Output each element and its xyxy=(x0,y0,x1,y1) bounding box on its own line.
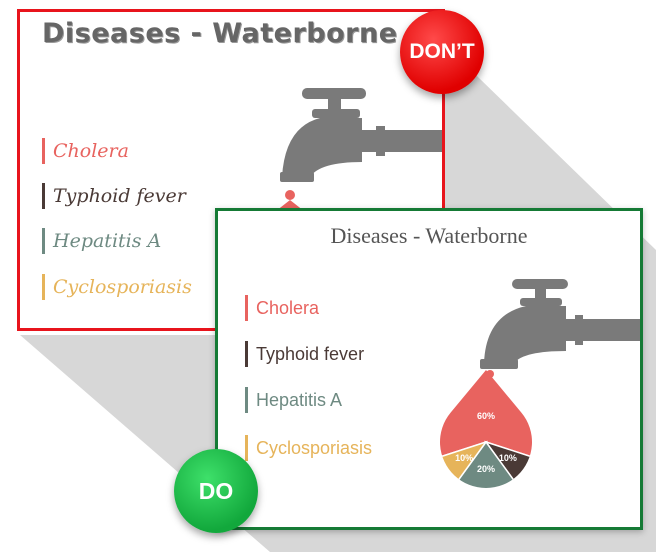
dont-legend-label: Cyclosporiasis xyxy=(53,276,192,298)
do-card: Diseases - Waterborne Cholera Typhoid fe… xyxy=(215,208,643,530)
pie-chart: 60% 10% 20% 10% xyxy=(440,370,533,488)
dont-legend-label: Typhoid fever xyxy=(53,185,186,207)
do-legend-hepatitis: Hepatitis A xyxy=(245,387,342,413)
dont-legend-cholera: Cholera xyxy=(42,138,129,164)
dont-legend-cyclosporiasis: Cyclosporiasis xyxy=(42,274,192,300)
do-legend-cholera: Cholera xyxy=(245,295,319,321)
pie-slice-typhoid xyxy=(484,440,533,488)
dont-badge-label: DON’T xyxy=(409,40,475,63)
do-faucet-icon xyxy=(480,279,640,369)
dont-badge: DON’T xyxy=(400,10,484,94)
do-legend-cyclosporiasis: Cyclosporiasis xyxy=(245,435,372,461)
do-legend-label: Typhoid fever xyxy=(256,344,365,364)
do-legend-label: Cyclosporiasis xyxy=(256,438,373,458)
dont-legend-label: Cholera xyxy=(53,140,129,162)
do-legend-typhoid: Typhoid fever xyxy=(245,341,364,367)
pie-slice-hepatitis xyxy=(440,440,533,488)
pie-label: 20% xyxy=(477,464,495,474)
pie-label: 60% xyxy=(477,411,495,421)
dont-legend-typhoid: Typhoid fever xyxy=(42,183,186,209)
pie-label: 10% xyxy=(499,453,517,463)
pie-slice-cyclosporiasis xyxy=(440,440,488,488)
do-legend-label: Cholera xyxy=(256,298,320,318)
dont-title: Diseases - Waterborne xyxy=(42,18,398,49)
dont-drop-dot xyxy=(285,190,295,200)
do-badge-label: DO xyxy=(198,477,234,504)
pie-slice-cholera xyxy=(440,370,533,481)
do-title: Diseases - Waterborne xyxy=(330,223,528,248)
dont-legend-hepatitis: Hepatitis A xyxy=(42,228,161,254)
do-faucet-chart: 60% 10% 20% 10% xyxy=(440,279,640,488)
pie-label: 10% xyxy=(455,453,473,463)
dont-legend-label: Hepatitis A xyxy=(53,230,162,252)
dont-faucet-icon xyxy=(262,88,442,222)
do-legend-label: Hepatitis A xyxy=(256,390,343,410)
do-badge: DO xyxy=(174,449,258,533)
